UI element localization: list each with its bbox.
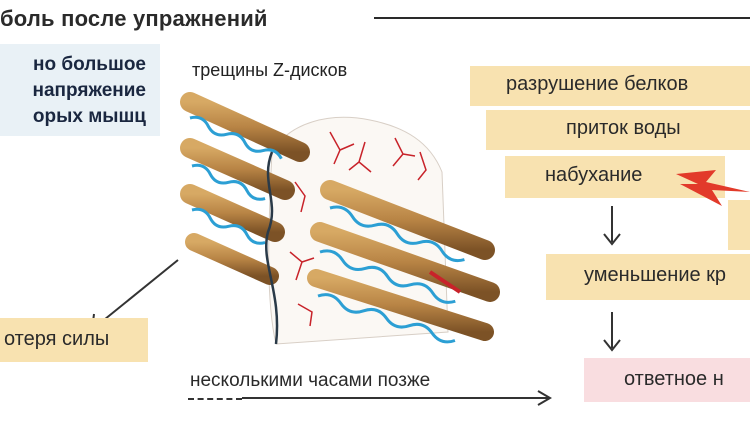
strength-loss-box: отеря силы — [0, 318, 148, 362]
cause-line-3: орых мышц — [32, 106, 146, 127]
step-box-decrease: уменьшение кр — [546, 254, 750, 300]
title-divider — [374, 17, 750, 19]
muscle-fiber-illustration — [180, 92, 500, 345]
cause-line-1: но большое — [33, 54, 146, 75]
step-label: приток воды — [566, 117, 681, 139]
cause-box: но большое напряжение орых мышц — [0, 44, 160, 136]
response-box: ответное н — [584, 358, 750, 402]
capillaries — [289, 131, 462, 327]
step-box-partial — [728, 200, 750, 250]
step-label: уменьшение кр — [584, 264, 727, 286]
step-box-protein-breakdown: разрушение белков — [470, 66, 750, 106]
arrow-down-icon — [603, 206, 621, 246]
step-box-water-inflow: приток воды — [486, 110, 750, 150]
lightning-icon — [676, 170, 750, 206]
fiber-caption: трещины Z-дисков — [192, 60, 348, 80]
step-label: набухание — [545, 164, 643, 186]
time-delay-label: несколькими часами позже — [190, 370, 431, 391]
arrow-down-icon — [603, 312, 621, 352]
cause-line-2: напряжение — [32, 80, 146, 101]
right-fibers — [307, 180, 500, 344]
page-title: боль после упражнений — [0, 6, 268, 31]
step-label: разрушение белков — [506, 73, 689, 95]
arrow-right-icon — [242, 390, 552, 406]
response-label: ответное н — [624, 368, 724, 390]
time-delay-dashes — [188, 398, 242, 400]
strength-loss-label: отеря силы — [4, 328, 110, 350]
